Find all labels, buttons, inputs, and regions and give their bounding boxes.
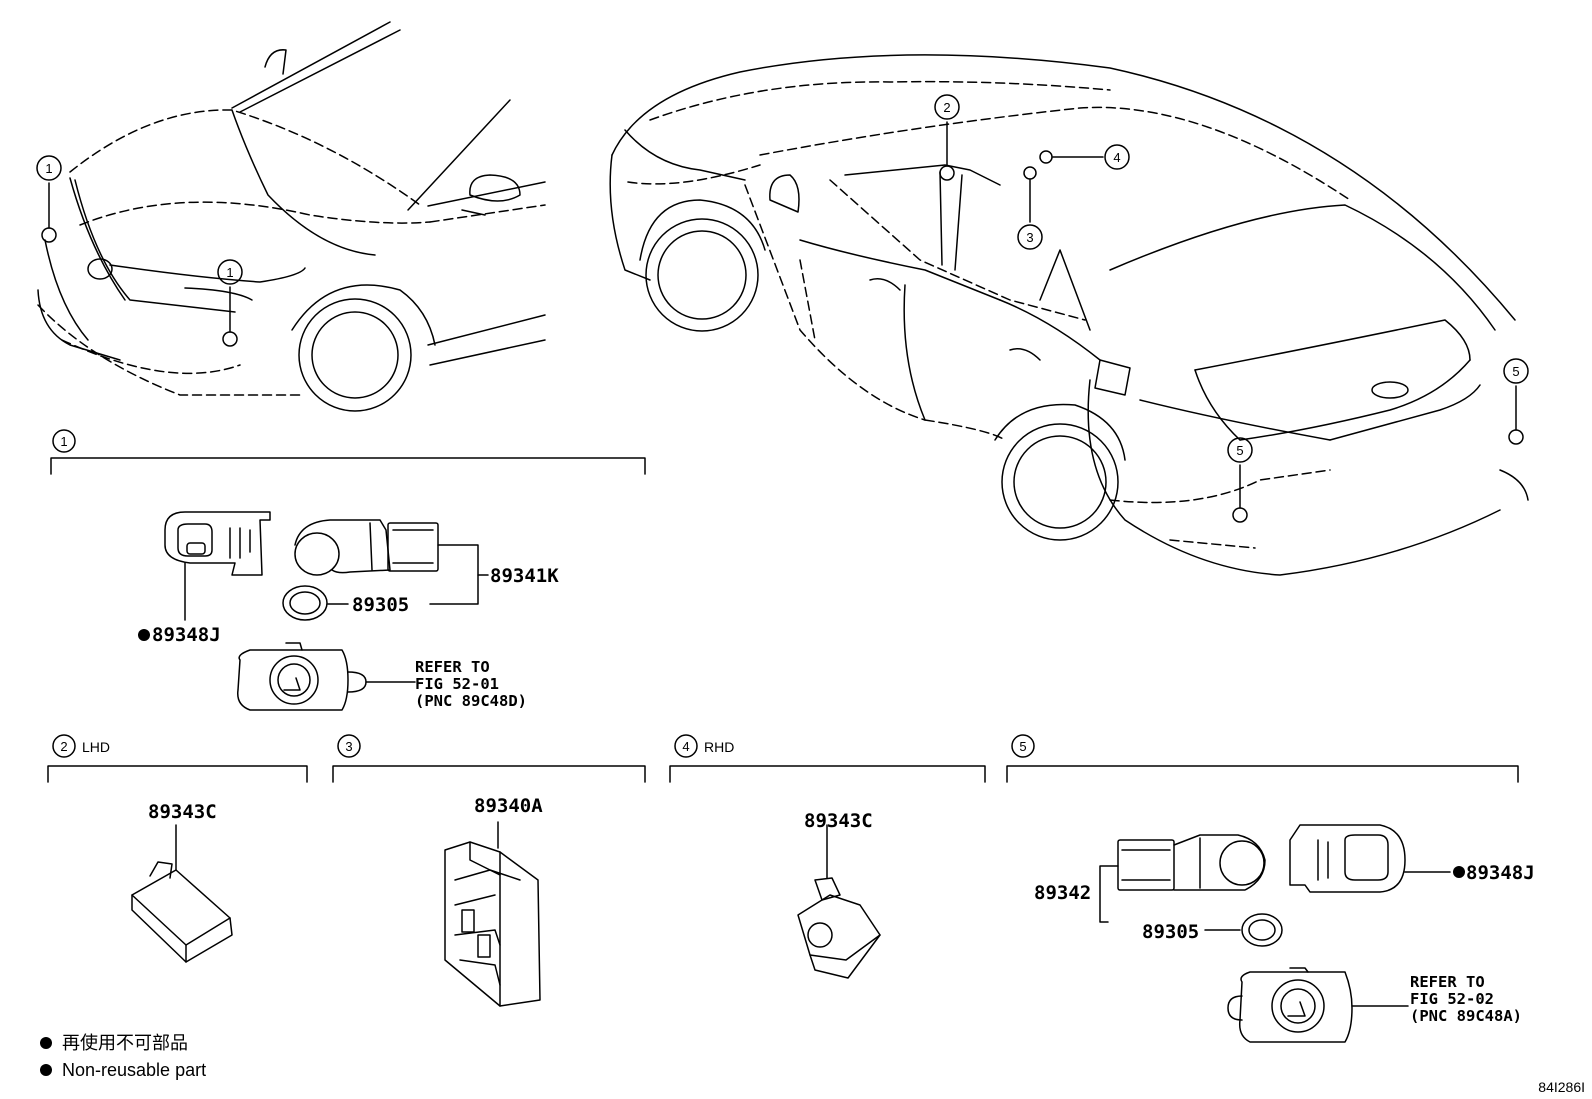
section-brackets bbox=[47, 429, 1519, 783]
callout-5-rear-left: 5 bbox=[1236, 443, 1243, 458]
refer-front-line2: FIG 52-01 bbox=[415, 675, 499, 693]
part-number-89343C-lhd: 89343C bbox=[148, 801, 217, 823]
sensor-clip-rhd bbox=[797, 824, 881, 979]
refer-rear-line1: REFER TO bbox=[1410, 973, 1485, 991]
section-1-number: 1 bbox=[60, 434, 67, 449]
part-number-89341K: 89341K bbox=[490, 565, 559, 587]
callout-1-front-left: 1 bbox=[45, 161, 52, 176]
rear-sensor-housing-ref bbox=[1227, 967, 1409, 1043]
refer-front-line3: (PNC 89C48D) bbox=[415, 692, 527, 710]
part-number-89305-rear: 89305 bbox=[1142, 921, 1199, 943]
ultrasonic-sensor-front bbox=[294, 519, 489, 576]
sensor-control-ecu bbox=[444, 821, 541, 1007]
refer-front-line1: REFER TO bbox=[415, 658, 490, 676]
sensor-cushion-front bbox=[282, 574, 479, 621]
refer-rear-line3: (PNC 89C48A) bbox=[1410, 1007, 1522, 1025]
sensor-cushion-rear bbox=[1204, 913, 1283, 947]
callout-1-front-right: 1 bbox=[226, 265, 233, 280]
section-5-number: 5 bbox=[1019, 739, 1026, 754]
section-2-note: LHD bbox=[82, 739, 110, 755]
section-4-note: RHD bbox=[704, 739, 734, 755]
callout-4: 4 bbox=[1113, 150, 1120, 165]
legend-markers bbox=[40, 629, 1465, 1076]
part-number-89348J-front: 89348J bbox=[152, 624, 221, 646]
part-number-89343C-rhd: 89343C bbox=[804, 810, 873, 832]
sensor-retainer-front bbox=[164, 511, 271, 621]
section-3-number: 3 bbox=[345, 739, 352, 754]
sensor-clip-lhd bbox=[131, 824, 233, 963]
legend-japanese: 再使用不可部品 bbox=[62, 1033, 188, 1053]
part-number-89340A: 89340A bbox=[474, 795, 543, 817]
callout-markers bbox=[36, 94, 1529, 463]
section-2-number: 2 bbox=[60, 739, 67, 754]
section-4-number: 4 bbox=[682, 739, 689, 754]
callout-5-rear-right: 5 bbox=[1512, 364, 1519, 379]
sensor-retainer-rear bbox=[1289, 824, 1451, 893]
rear-car-illustration bbox=[609, 54, 1529, 576]
part-number-89342: 89342 bbox=[1034, 882, 1091, 904]
callout-3: 3 bbox=[1026, 230, 1033, 245]
ultrasonic-sensor-rear bbox=[1099, 834, 1266, 923]
callout-2: 2 bbox=[943, 100, 950, 115]
refer-rear-line2: FIG 52-02 bbox=[1410, 990, 1494, 1008]
front-sensor-housing-ref bbox=[237, 642, 416, 711]
part-number-89305-front: 89305 bbox=[352, 594, 409, 616]
figure-id: 84I286I bbox=[1538, 1079, 1585, 1095]
part-number-89348J-rear: 89348J bbox=[1466, 862, 1535, 884]
front-car-illustration bbox=[37, 21, 546, 412]
legend-english: Non-reusable part bbox=[62, 1060, 206, 1080]
